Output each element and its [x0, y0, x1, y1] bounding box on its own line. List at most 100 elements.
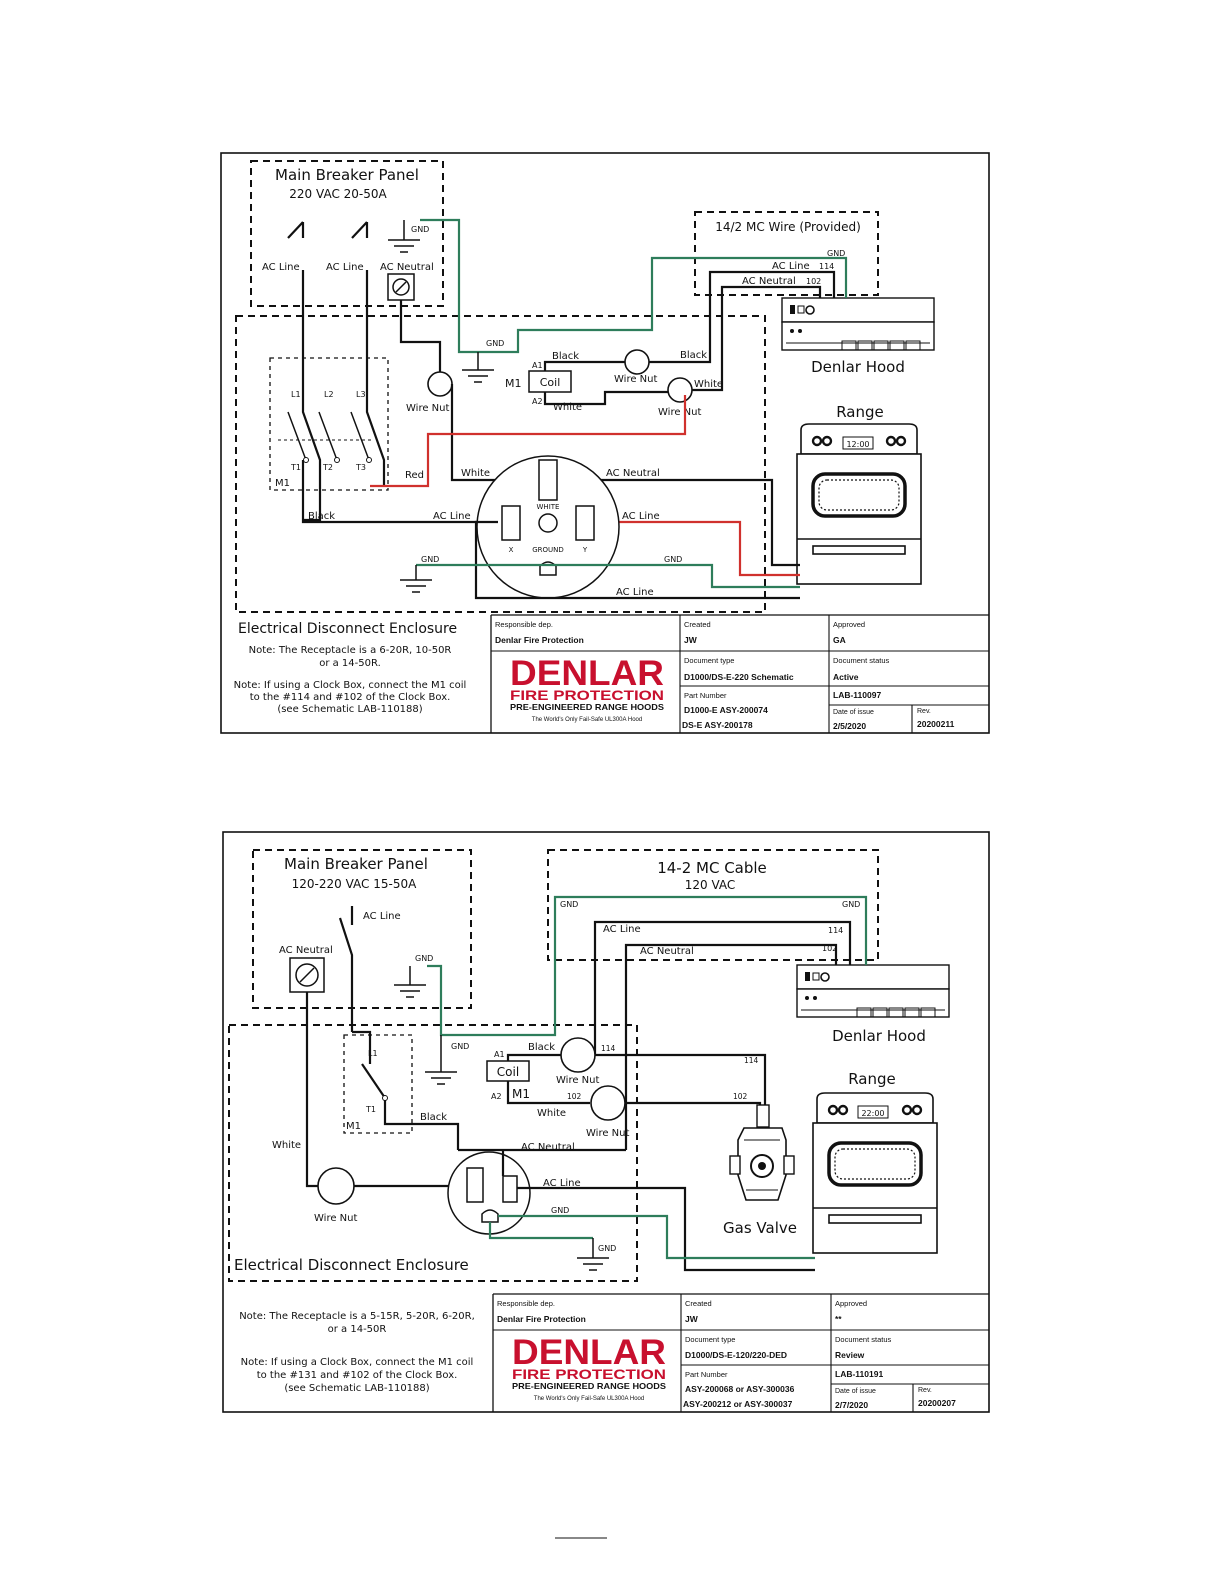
tb2-approved-value: **: [835, 1314, 842, 1324]
ac-line-right-label: AC Line: [622, 511, 660, 522]
white-left-label: White: [272, 1140, 301, 1151]
l1-label-2: L1: [368, 1049, 378, 1058]
main-breaker-panel-2: [252, 849, 472, 1009]
neutral-to-hood-wire: [624, 943, 838, 1150]
wire-nut-left: [427, 371, 453, 397]
w114b-label: 114: [744, 1056, 759, 1065]
tb-doctype-value: D1000/DS-E-220 Schematic: [684, 672, 794, 682]
recept-white-label: WHITE: [537, 503, 560, 511]
white-coil-label: White: [553, 402, 582, 413]
mc-gnd-left: GND: [560, 900, 578, 909]
logo-line1-1: FIRE PROTECTION: [510, 687, 664, 703]
line-1-wire: [301, 270, 322, 522]
wire-nut-white-label: White: [694, 379, 723, 390]
tb-rev-value: 20200211: [917, 719, 955, 729]
tb2-approved-label: Approved: [835, 1299, 867, 1308]
w102a-label: 102: [567, 1092, 582, 1101]
tb-resp-value: Denlar Fire Protection: [495, 635, 584, 645]
gnd-left-label: GND: [421, 555, 439, 564]
tb-date-value: 2/5/2020: [833, 721, 866, 731]
tb2-doctype-label: Document type: [685, 1335, 735, 1344]
tb2-partnum-value-1: ASY-200068 or ASY-300036: [685, 1384, 795, 1394]
note-1b: or a 14-50R.: [319, 658, 381, 669]
t3-label: T3: [355, 463, 366, 472]
gas-valve-114-wire: [595, 1053, 767, 1105]
denlar-hood-icon-2: [796, 964, 950, 1018]
ac-line-bottom-label: AC Line: [616, 587, 654, 598]
tb-docstatus-value: Active: [833, 672, 859, 682]
ground-icon-bottom: [399, 579, 433, 593]
tb-approved-value: GA: [833, 635, 846, 645]
tb-date-label: Date of issue: [833, 709, 874, 716]
tb2-doctype-value: D1000/DS-E-120/220-DED: [685, 1350, 787, 1360]
m1-contactor-label: M1: [275, 478, 290, 489]
enclosure-label: Electrical Disconnect Enclosure: [238, 621, 457, 637]
breaker-switch-1: [287, 221, 305, 239]
wire-nut-white: [667, 377, 693, 403]
mc-ac-neutral-label: AC Neutral: [742, 276, 796, 287]
tb2-date-value: 2/7/2020: [835, 1400, 868, 1410]
mc-gnd-label: GND: [827, 249, 845, 258]
black-label-2: Black: [680, 350, 707, 361]
a2-label-2: A2: [491, 1092, 502, 1101]
mc-ac-line-label: AC Line: [772, 261, 810, 272]
wire-nut-top-label-2: Wire Nut: [556, 1075, 599, 1086]
red-label: Red: [405, 470, 424, 481]
tb-created-label: Created: [684, 620, 711, 629]
tb2-created-label: Created: [685, 1299, 712, 1308]
title-block-2: Responsible dep. Denlar Fire Protection …: [492, 1293, 989, 1412]
logo-brand-2: DENLAR: [512, 1333, 666, 1372]
mc-102-label-2: 102: [822, 944, 837, 953]
tb-approved-label: Approved: [833, 620, 865, 629]
ground-icon-2: [393, 984, 427, 998]
ac-neutral-label: AC Neutral: [380, 262, 434, 273]
gnd-label: GND: [411, 225, 429, 234]
ac-line-label-3: AC Line: [363, 911, 401, 922]
hood-label: Denlar Hood: [811, 358, 905, 376]
range-label-2: Range: [848, 1070, 896, 1088]
gnd-bottom-label-2: GND: [598, 1244, 616, 1253]
note-2-2: Note: If using a Clock Box, connect the …: [241, 1357, 474, 1368]
denlar-logo-1: DENLAR FIRE PROTECTION PRE-ENGINEERED RA…: [510, 654, 664, 723]
logo-line2-2: PRE-ENGINEERED RANGE HOODS: [512, 1381, 666, 1391]
white-recept-label: White: [461, 468, 490, 479]
denlar-logo-2: DENLAR FIRE PROTECTION PRE-ENGINEERED RA…: [512, 1333, 666, 1402]
ground-wire-range-2: [488, 1214, 815, 1260]
coil-a1-wire: [543, 360, 625, 371]
ac-line-left-label: AC Line: [433, 511, 471, 522]
gas-valve-102-wire: [625, 1101, 762, 1115]
black-label-3: Black: [528, 1042, 555, 1053]
schematic-1-frame: [220, 152, 990, 734]
ac-line-to-hood-wire: [593, 920, 852, 1055]
ac-line-to-range-wire: [517, 1186, 815, 1272]
hood-114-wire: [649, 270, 836, 364]
note-1b-2: or a 14-50R: [328, 1324, 387, 1335]
a2-label: A2: [532, 397, 543, 406]
ac-line-recept-label-2: AC Line: [543, 1178, 581, 1189]
m1-coil-label-2: M1: [512, 1087, 530, 1101]
black-bottom-label: Black: [308, 511, 335, 522]
t1-label: T1: [290, 463, 301, 472]
disconnect-enclosure-1: [235, 315, 766, 613]
coil-label: Coil: [540, 376, 561, 389]
contactor-wire-2: [352, 1030, 460, 1150]
gnd-mid-label: GND: [486, 339, 504, 348]
tb-rev-label: Rev.: [917, 708, 931, 715]
tb-lab-value: LAB-110097: [833, 690, 881, 700]
denlar-hood-icon: [781, 297, 935, 351]
white-coil-label-2: White: [537, 1108, 566, 1119]
tb2-rev-value: 20200207: [918, 1398, 956, 1408]
tb-partnum-label: Part Number: [684, 691, 727, 700]
logo-line1-2: FIRE PROTECTION: [512, 1366, 666, 1382]
t1-label-2: T1: [365, 1105, 376, 1114]
ac-neutral-label-2: AC Neutral: [279, 945, 333, 956]
t2-label: T2: [322, 463, 333, 472]
mc-114-label-2: 114: [828, 926, 843, 935]
ground-icon: [387, 239, 421, 253]
a1-label-2: A1: [494, 1050, 505, 1059]
tb-docstatus-label: Document status: [833, 656, 890, 665]
recept-x-label: X: [509, 546, 514, 554]
breaker-switch-3: [338, 906, 354, 1032]
ac-line-bottom-wire: [474, 520, 800, 600]
note-2: Note: If using a Clock Box, connect the …: [234, 680, 467, 691]
